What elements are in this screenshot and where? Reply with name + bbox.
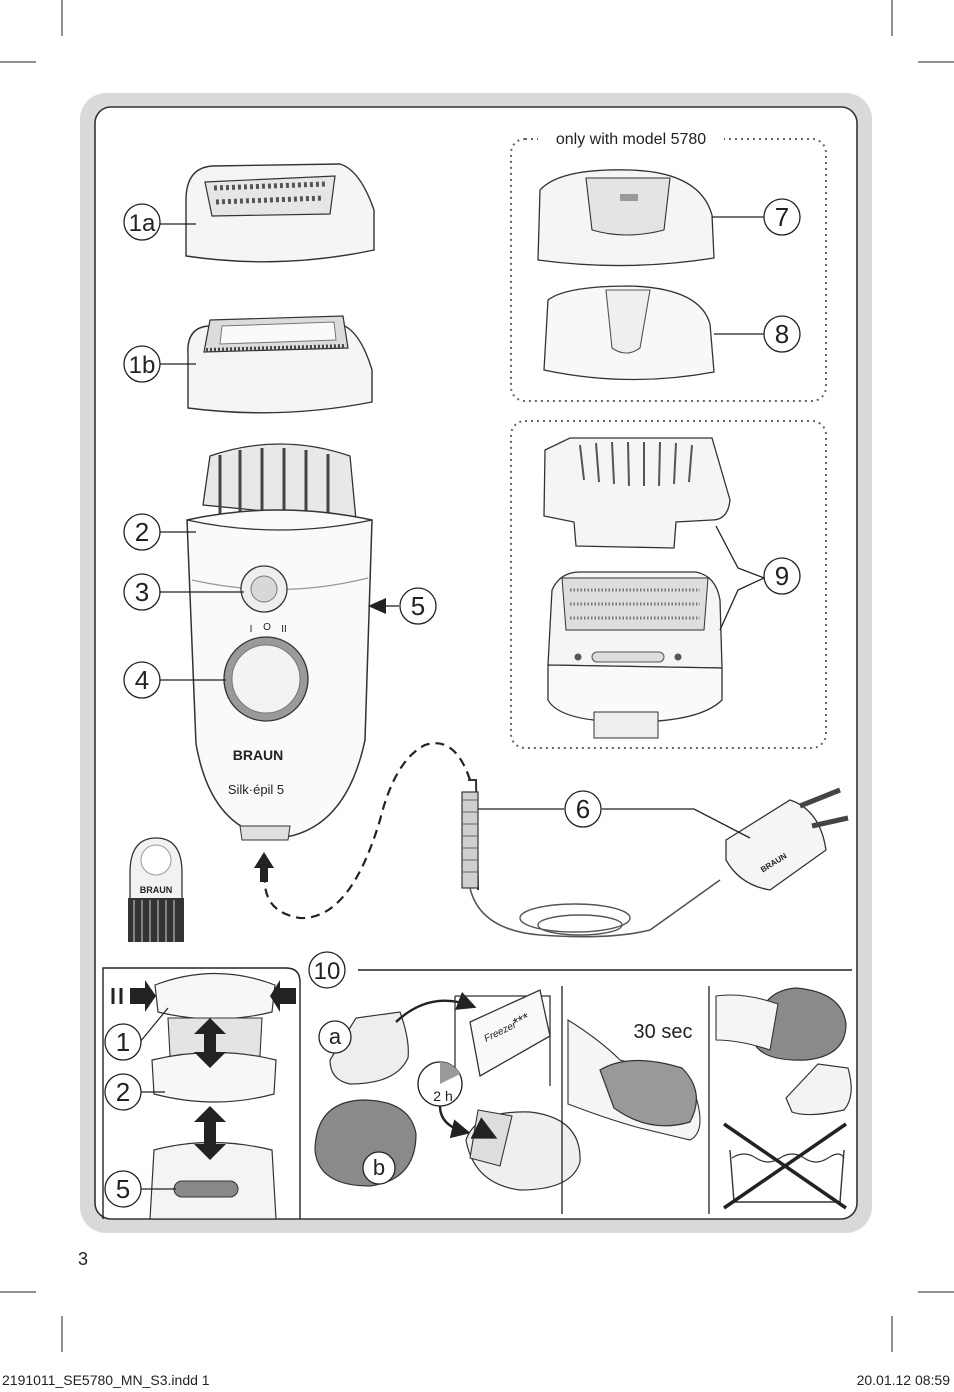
device-model-label: Silk·épil 5 [228, 782, 284, 797]
brush-brand-logo: BRAUN [140, 885, 173, 895]
assembly-illustration [111, 972, 296, 1220]
callout-1a: 1a [129, 210, 156, 237]
callout-3: 3 [135, 577, 149, 607]
callout-8: 8 [775, 319, 789, 349]
leader-lines [160, 216, 765, 839]
hold-time: 30 sec [634, 1021, 693, 1043]
charger-plug-illustration [461, 779, 849, 938]
inset-callouts [104, 1023, 142, 1208]
freeze-duration: 2 h [433, 1088, 452, 1104]
shaver-head-illustration [547, 571, 723, 739]
cap-7-illustration [537, 169, 715, 267]
inset-callout-1: 1 [116, 1027, 130, 1057]
callout-7: 7 [775, 202, 789, 232]
callout-2: 2 [135, 517, 149, 547]
svg-text:O: O [263, 622, 271, 633]
cooling-section [314, 986, 852, 1214]
up-arrow-icon [254, 852, 274, 882]
step-b-label: b [373, 1155, 385, 1180]
model-note: only with model 5780 [556, 131, 706, 148]
arrow-icon-5 [368, 598, 386, 614]
svg-text:I: I [250, 624, 253, 635]
footer-date: 20.01.12 08:59 [857, 1372, 951, 1388]
device-brand-logo: BRAUN [233, 747, 284, 763]
svg-text:II: II [281, 624, 287, 635]
callout-10: 10 [314, 958, 341, 985]
step-a-label: a [329, 1024, 342, 1049]
cleaning-brush-illustration [128, 837, 184, 942]
callout-9: 9 [775, 561, 789, 591]
switch-marks: I O II [250, 622, 287, 635]
callout-5: 5 [411, 591, 425, 621]
cord-connection-path [263, 742, 472, 920]
callouts [123, 198, 801, 989]
cap-1b-illustration [187, 315, 373, 414]
inset-callout-5: 5 [116, 1174, 130, 1204]
freezer-stars: *** [510, 1009, 532, 1031]
page-number: 3 [78, 1249, 88, 1269]
crop-marks [0, 0, 954, 1352]
callout-1b: 1b [129, 352, 156, 379]
cap-8-illustration [543, 285, 715, 381]
model-box [510, 138, 827, 402]
callout-4: 4 [135, 665, 149, 695]
assembly-inset-frame [102, 967, 301, 1219]
epilator-illustration [186, 443, 373, 841]
inset-callout-2: 2 [116, 1077, 130, 1107]
callout-6: 6 [576, 794, 590, 824]
footer-file: 2191011_SE5780_MN_S3.indd 1 [2, 1372, 210, 1388]
cap-1a-illustration [185, 163, 375, 263]
comb-attachment-illustration [543, 437, 731, 549]
callout-labels: 1a 1b 2 3 4 5 6 7 8 9 10 [129, 202, 790, 985]
